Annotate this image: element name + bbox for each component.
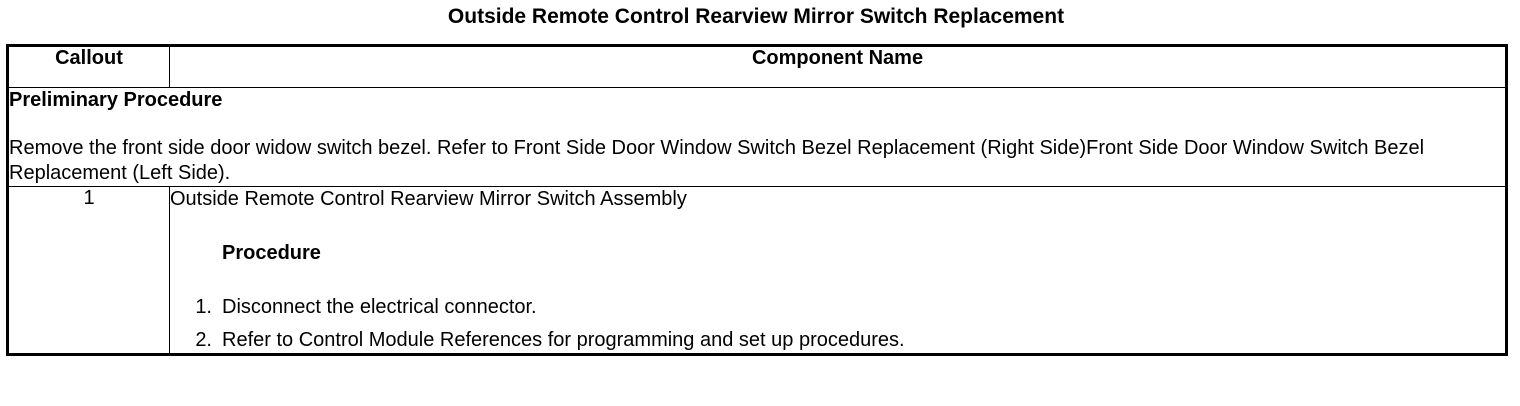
preliminary-procedure-cell: Preliminary Procedure Remove the front s… [7,87,1507,187]
step-text: Disconnect the electrical connector. [222,296,537,318]
column-header-callout: Callout [7,45,170,88]
procedure-steps: 1. Disconnect the electrical connector. … [170,295,1505,353]
procedure-table: Callout Component Name Preliminary Proce… [6,44,1508,356]
callout-number: 1 [7,186,170,355]
preliminary-procedure-heading: Preliminary Procedure [9,89,223,111]
procedure-heading: Procedure [222,242,321,264]
table-row: 1 Outside Remote Control Rearview Mirror… [7,186,1507,355]
table-header-row: Callout Component Name [7,45,1507,88]
procedure-step: 2. Refer to Control Module References fo… [170,328,1505,353]
step-text: Refer to Control Module References for p… [222,329,905,351]
component-name: Outside Remote Control Rearview Mirror S… [170,188,687,210]
procedure-step: 1. Disconnect the electrical connector. [170,295,1505,320]
preliminary-procedure-row: Preliminary Procedure Remove the front s… [7,87,1507,187]
component-cell: Outside Remote Control Rearview Mirror S… [169,186,1507,355]
preliminary-procedure-text: Remove the front side door widow switch … [9,137,1425,184]
column-header-component-name: Component Name [169,45,1507,88]
step-number: 2. [195,329,212,351]
step-number: 1. [195,296,212,318]
document-title: Outside Remote Control Rearview Mirror S… [447,5,1065,28]
